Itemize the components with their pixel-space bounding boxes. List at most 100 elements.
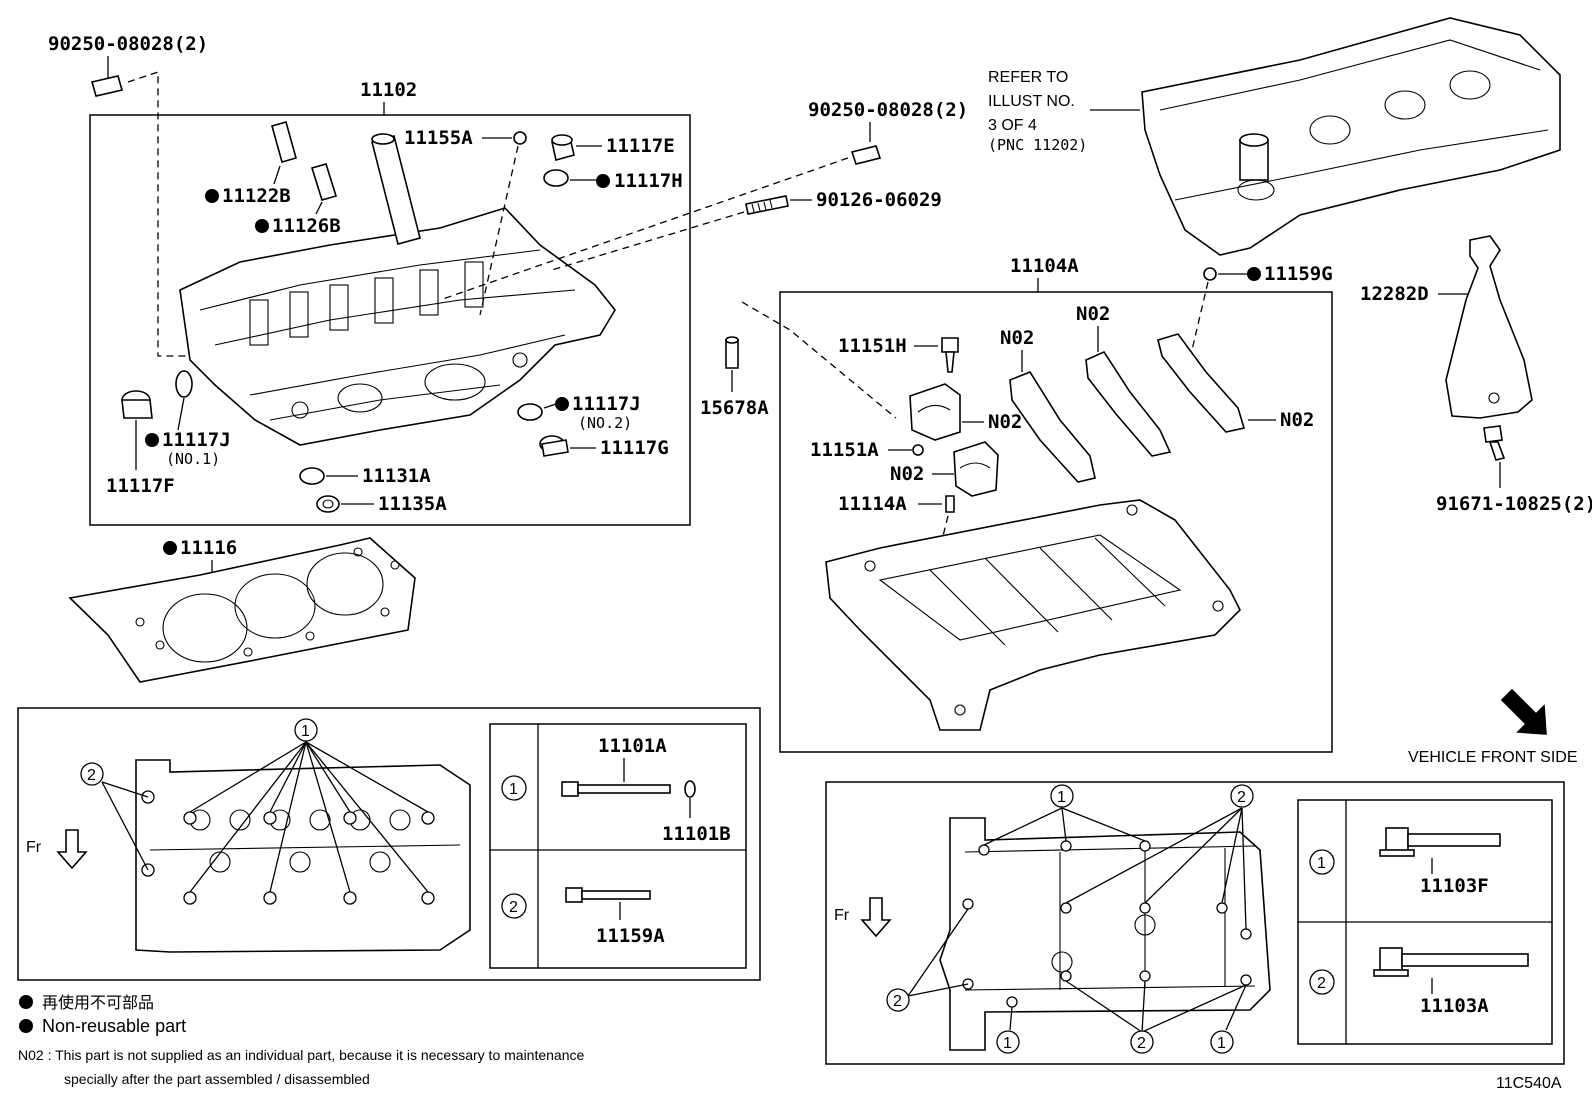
label-seal-11117j-1-note: (NO.1)	[166, 450, 220, 468]
label-plug-11117f[interactable]: 11117F	[106, 475, 175, 497]
label-pin-15678a[interactable]: 15678A	[700, 397, 769, 419]
cylinder-head-box	[89, 114, 691, 526]
table-row-2-text: 2	[1317, 975, 1326, 992]
label-n02-strip-1[interactable]: N02	[1000, 327, 1034, 349]
label-bolt-11103a[interactable]: 11103A	[1420, 995, 1489, 1017]
label-n02-strip-3[interactable]: N02	[1280, 409, 1314, 431]
nut-icon	[1203, 267, 1217, 281]
non-reusable-dot-icon	[19, 995, 33, 1009]
label-plug-11131a[interactable]: 11131A	[362, 465, 431, 487]
label-housing-11104a[interactable]: 11104A	[1010, 255, 1079, 277]
label-plug-11117g[interactable]: 11117G	[600, 437, 669, 459]
tube-icon	[371, 135, 421, 245]
cam-cover-icon	[1141, 17, 1561, 256]
non-reusable-dot-icon	[205, 189, 219, 203]
plug-icon	[539, 435, 569, 457]
arrow-diagonal-icon	[1500, 688, 1547, 735]
label-bolt-11103f[interactable]: 11103F	[1420, 875, 1489, 897]
legend-jp: 再使用不可部品	[42, 994, 154, 1012]
label-seal-11135a[interactable]: 11135A	[378, 493, 447, 515]
pin-icon	[90, 75, 124, 97]
callout-1-text: 1	[1057, 789, 1066, 806]
plug-icon	[299, 467, 325, 485]
housing-bolt-order-box	[825, 781, 1565, 1065]
valve-guide-icon	[310, 163, 338, 201]
label-seal-11117j-2[interactable]: 11117J	[572, 393, 641, 415]
callout-1-circle	[1050, 784, 1074, 808]
seal-icon	[543, 169, 569, 187]
label-bolt-11101a[interactable]: 11101A	[598, 735, 667, 757]
plug-icon	[121, 390, 153, 419]
label-plug-11117e[interactable]: 11117E	[606, 135, 675, 157]
callout-2-circle	[886, 988, 910, 1012]
bolt-hole-markers	[141, 790, 435, 905]
refer-line-4: (PNC 11202)	[988, 136, 1087, 154]
seal-icon	[517, 403, 543, 421]
label-washer-11151a[interactable]: 11151A	[810, 439, 879, 461]
label-n02-cap-2[interactable]: N02	[890, 463, 924, 485]
pin-icon	[945, 495, 955, 513]
valve-guide-icon	[271, 121, 297, 163]
label-plug-11155a[interactable]: 11155A	[404, 127, 473, 149]
legend-en: Non-reusable part	[42, 1016, 186, 1036]
flange-bolt-icon	[1373, 947, 1529, 977]
cam-housing-box	[779, 291, 1333, 753]
fr-label: Fr	[834, 907, 850, 924]
label-stud-90126[interactable]: 90126-06029	[816, 189, 942, 211]
refer-line-1: REFER TO	[988, 69, 1068, 86]
callout-2-text: 2	[893, 993, 902, 1010]
label-pin-11114a[interactable]: 11114A	[838, 493, 907, 515]
label-bracket-12282d[interactable]: 12282D	[1360, 283, 1429, 305]
label-bolt-11151h[interactable]: 11151H	[838, 335, 907, 357]
label-nut-11159g[interactable]: 11159G	[1264, 263, 1333, 285]
arrow-down-icon	[860, 897, 892, 938]
callout-1-circle	[996, 1030, 1020, 1054]
pin-icon	[725, 336, 739, 369]
refer-line-2: ILLUST NO.	[988, 93, 1075, 110]
callout-1-text: 1	[1003, 1035, 1012, 1052]
label-pin-right[interactable]: 90250-08028(2)	[808, 99, 968, 121]
callout-1-circle	[1210, 1030, 1234, 1054]
callout-2-text: 2	[87, 767, 96, 784]
label-head-assy[interactable]: 11102	[360, 79, 417, 101]
label-guide-11126b[interactable]: 11126B	[272, 215, 341, 237]
table-row-2-circle	[501, 893, 527, 919]
label-bolt-11159a[interactable]: 11159A	[596, 925, 665, 947]
flange-bolt-icon	[1379, 827, 1501, 857]
non-reusable-dot-icon	[145, 433, 159, 447]
non-reusable-dot-icon	[596, 174, 610, 188]
callout-1-circle	[294, 718, 318, 742]
bolt-icon	[565, 887, 651, 903]
callout-2-text: 2	[1137, 1035, 1146, 1052]
non-reusable-dot-icon	[163, 541, 177, 555]
label-pin-top-left[interactable]: 90250-08028(2)	[48, 33, 208, 55]
bolt-table-left	[489, 723, 747, 969]
label-seal-11117j-1[interactable]: 11117J	[162, 429, 231, 451]
table-row-1-circle	[501, 775, 527, 801]
label-bolt-91671[interactable]: 91671-10825(2)	[1436, 493, 1592, 515]
table-row-1-text: 1	[509, 781, 518, 798]
non-reusable-dot-icon	[1247, 267, 1261, 281]
label-gasket-11116[interactable]: 11116	[180, 537, 237, 559]
legend-n02-note-1: N02 : This part is not supplied as an in…	[18, 1047, 584, 1063]
camshaft-housing-icon	[825, 499, 1241, 731]
label-n02-cap-1[interactable]: N02	[988, 411, 1022, 433]
head-bolt-order-box	[17, 707, 761, 981]
pin-icon	[850, 145, 882, 165]
head-gasket-icon	[68, 537, 416, 683]
plug-icon	[513, 131, 527, 145]
label-n02-strip-2[interactable]: N02	[1076, 303, 1110, 325]
figure-id: 11C540A	[1496, 1075, 1562, 1092]
label-guide-11122b[interactable]: 11122B	[222, 185, 291, 207]
washer-icon	[684, 780, 696, 798]
fr-label: Fr	[26, 839, 42, 856]
label-washer-11101b[interactable]: 11101B	[662, 823, 731, 845]
seal-icon	[316, 495, 340, 513]
label-seal-11117h[interactable]: 11117H	[614, 170, 683, 192]
non-reusable-dot-icon	[255, 219, 269, 233]
bolt-icon	[941, 337, 959, 373]
bolt-icon	[561, 781, 671, 797]
legend-n02-note-2: specially after the part assembled / dis…	[64, 1071, 370, 1087]
seal-icon	[175, 370, 193, 398]
